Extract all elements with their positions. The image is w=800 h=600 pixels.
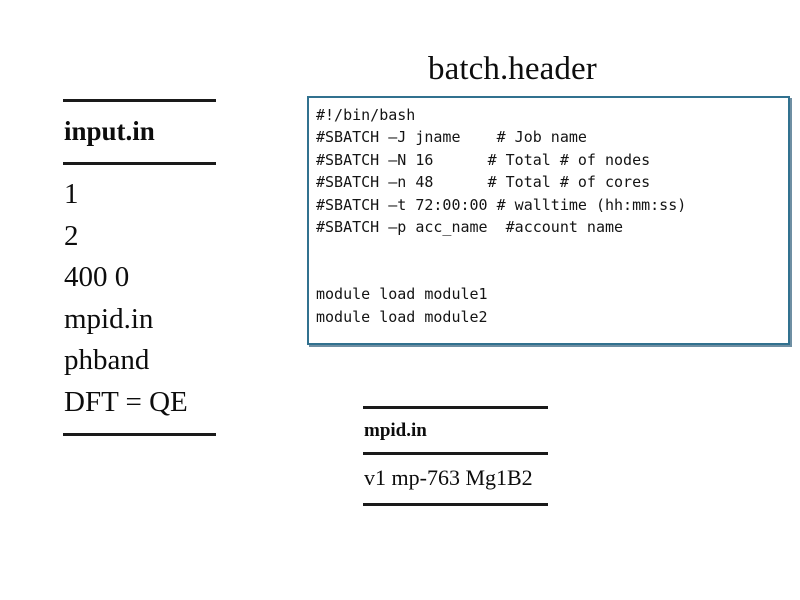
- page-title: batch.header: [428, 51, 597, 87]
- mpid-card-filename: mpid.in: [364, 420, 427, 441]
- input-card-body: 1 2 400 0 mpid.in phband DFT = QE: [63, 165, 216, 433]
- input-card-top-rule: [63, 99, 216, 102]
- batch-header-code-box: #!/bin/bash #SBATCH –J jname # Job name …: [307, 96, 790, 345]
- input-card-line: 400 0: [64, 261, 130, 293]
- batch-header-code-text: #!/bin/bash #SBATCH –J jname # Job name …: [316, 106, 687, 326]
- input-card-bottom-rule: [63, 433, 216, 436]
- mpid-card-middle-rule: [363, 452, 548, 455]
- input-card-line: DFT = QE: [64, 385, 188, 418]
- input-card-filename: input.in: [64, 116, 155, 146]
- mpid-file-card: mpid.in v1 mp-763 Mg1B2: [363, 406, 548, 506]
- input-card-line: 1: [64, 178, 79, 210]
- mpid-card-line: v1 mp-763 Mg1B2: [364, 465, 533, 490]
- input-card-line: phband: [64, 344, 150, 376]
- input-file-card: input.in 1 2 400 0 mpid.in phband DFT = …: [63, 99, 216, 436]
- mpid-card-bottom-rule: [363, 503, 548, 506]
- input-card-middle-rule: [63, 162, 216, 165]
- mpid-card-body: v1 mp-763 Mg1B2: [363, 455, 548, 503]
- mpid-card-top-rule: [363, 406, 548, 409]
- input-card-line: 2: [64, 219, 79, 252]
- input-card-line: mpid.in: [64, 302, 154, 335]
